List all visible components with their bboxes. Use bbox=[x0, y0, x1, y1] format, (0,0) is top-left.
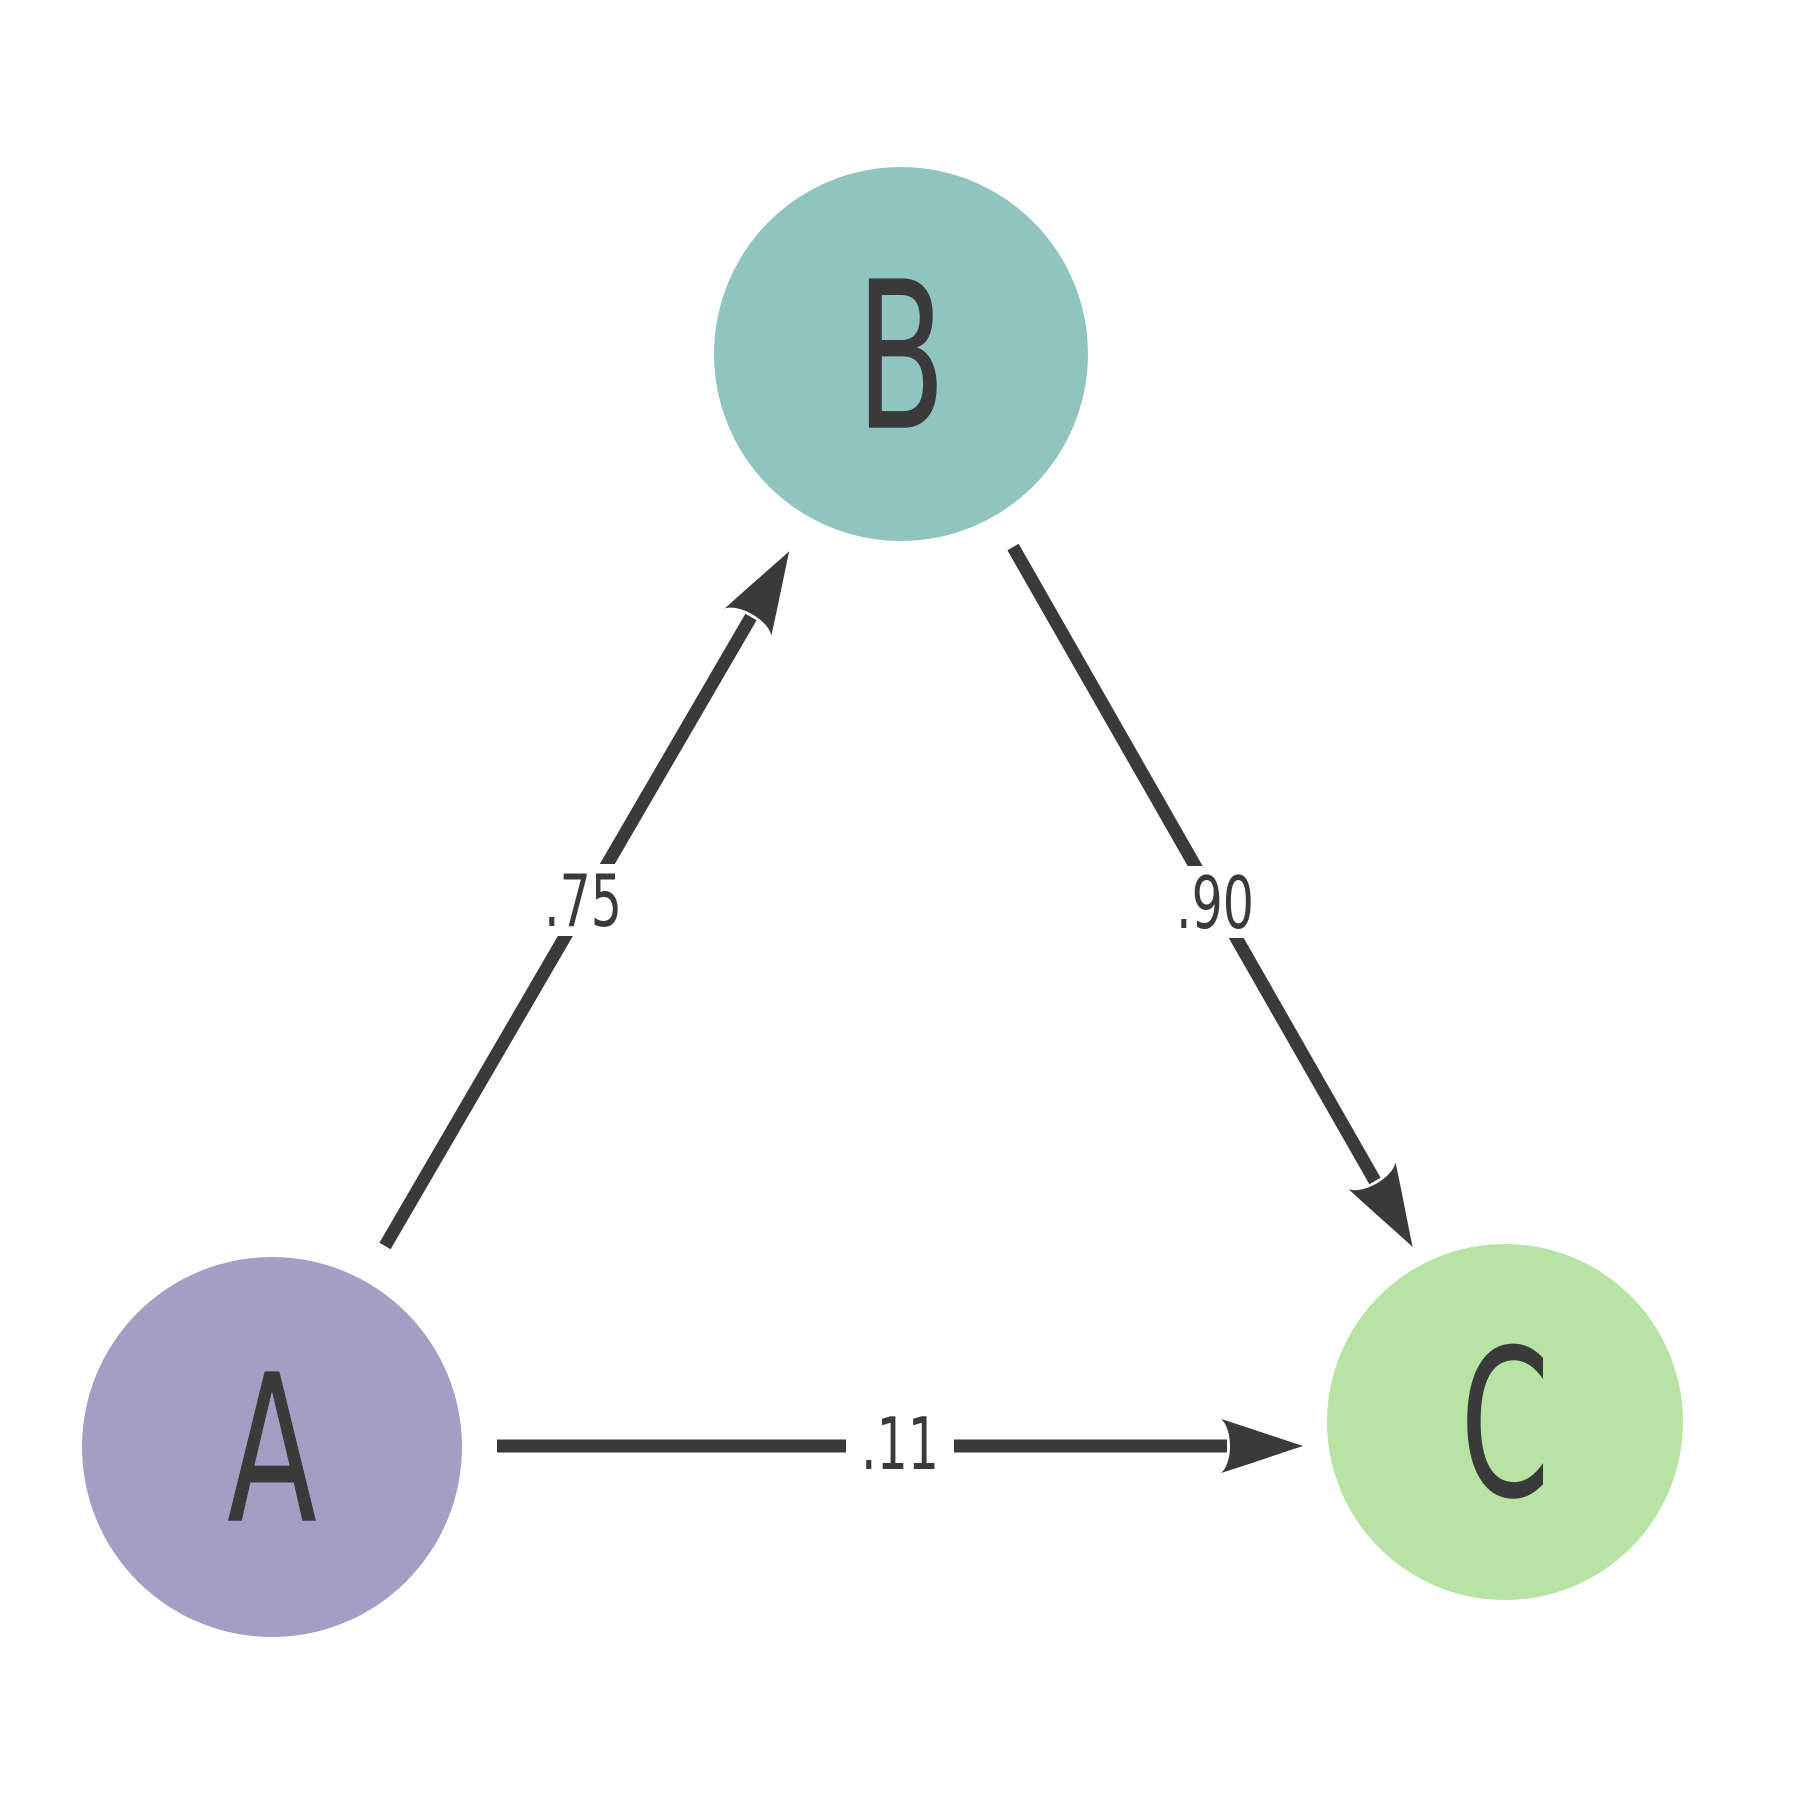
node-A: A bbox=[82, 1257, 462, 1637]
edge-weight-label-A-B: .75 bbox=[544, 859, 622, 943]
node-B: B bbox=[714, 167, 1088, 541]
edge-label-background bbox=[846, 1407, 954, 1479]
node-circle-C bbox=[1327, 1244, 1683, 1600]
node-label-B: B bbox=[856, 239, 946, 477]
edge-weight-label-B-C: .90 bbox=[1176, 861, 1254, 945]
edge-A-C: .11 bbox=[497, 1402, 1303, 1486]
edge-A-B: .75 bbox=[379, 551, 790, 1250]
edge-weight-label-A-C: .11 bbox=[861, 1402, 939, 1486]
edge-arrow-B-C bbox=[1007, 543, 1413, 1247]
node-C: C bbox=[1327, 1244, 1683, 1600]
node-circle-A bbox=[82, 1257, 462, 1637]
node-label-A: A bbox=[227, 1332, 317, 1570]
node-label-C: C bbox=[1460, 1307, 1550, 1545]
edge-label-background bbox=[1161, 866, 1269, 938]
edge-label-background bbox=[529, 864, 637, 936]
edge-B-C: .90 bbox=[1007, 543, 1413, 1247]
node-circle-B bbox=[714, 167, 1088, 541]
